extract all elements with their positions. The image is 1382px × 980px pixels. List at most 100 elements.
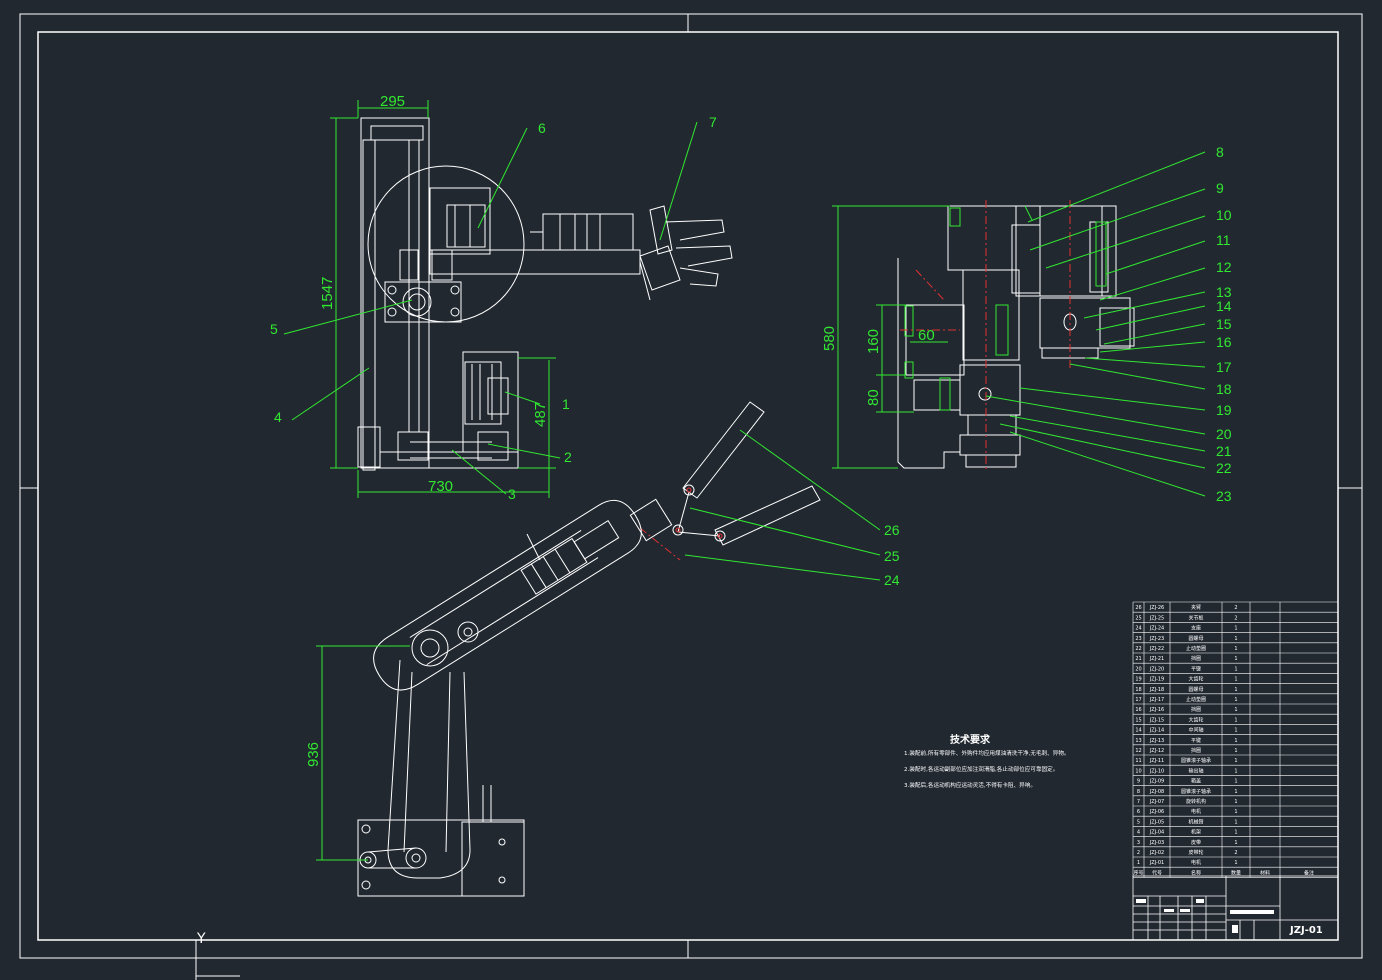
table-cell-code: JZJ-18 [1149,687,1164,693]
callout-26: 26 [884,522,900,538]
table-cell-index: 17 [1135,697,1141,703]
callout-23: 23 [1216,488,1232,504]
drawing-border [19,13,1363,959]
table-cell-code: JZJ-15 [1149,717,1164,723]
table-cell-code: JZJ-20 [1149,666,1164,672]
arm-view [357,401,821,897]
table-cell-name: 夹臂 [1191,604,1201,611]
table-cell-name: 关节板 [1188,614,1203,621]
table-cell-name: 输出轴 [1188,767,1203,774]
table-cell-name: 机架 [1191,829,1201,836]
dim-arm-height: 936 [305,742,322,767]
drawing-number: JZJ-01 [1289,925,1323,936]
table-cell-index: 2 [1137,850,1140,856]
table-cell-code: JZJ-19 [1149,677,1164,683]
title-block [1132,875,1339,941]
table-cell-name: 皮带 [1191,839,1201,846]
table-cell-name: 挡圈 [1191,706,1201,713]
table-cell-name: 圆螺母 [1188,686,1203,693]
axis-label: Y [196,931,206,947]
table-cell-index: 14 [1135,728,1141,734]
table-cell-name: 中间轴 [1188,727,1203,734]
dim-section-total: 580 [821,326,838,351]
table-cell-qty: 1 [1234,758,1237,764]
callout-2: 2 [564,449,572,465]
table-header-cell: 代号 [1152,869,1162,876]
table-cell-name: 圆螺母 [1188,635,1203,642]
table-cell-index: 3 [1137,840,1140,846]
table-cell-code: JZJ-04 [1149,830,1164,836]
callout-3: 3 [508,486,516,502]
table-cell-index: 10 [1135,768,1141,774]
table-cell-name: 电机 [1191,859,1201,866]
table-cell-name: 止动垫圈 [1186,645,1206,652]
tech-requirement-line: 2.装配时,各运动副部位应加注润滑脂,各止动部位应可靠固定。 [904,765,1058,773]
table-cell-name: 旋转机构 [1186,798,1206,805]
table-cell-code: JZJ-11 [1149,758,1164,764]
table-cell-name: 皮带轮 [1188,849,1203,856]
table-cell-index: 4 [1137,830,1140,836]
tech-requirement-line: 1.装配前,所有零部件、外购件均应用煤油清洗干净,无毛刺、异物。 [904,749,1070,757]
callout-21: 21 [1216,443,1232,459]
table-cell-name: 圆锥滚子轴承 [1181,757,1211,764]
dim-section-mid: 160 [865,329,882,354]
table-cell-qty: 1 [1234,799,1237,805]
table-cell-code: JZJ-16 [1149,707,1164,713]
callout-20: 20 [1216,426,1232,442]
centerlines [639,200,1071,561]
table-cell-code: JZJ-05 [1149,819,1164,825]
table-cell-index: 16 [1135,707,1141,713]
table-cell-code: JZJ-14 [1149,728,1164,734]
dimension-texts: 295 1547 730 487 580 160 80 60 936 [305,93,935,767]
table-cell-name: 支座 [1191,625,1201,632]
table-cell-qty: 1 [1234,809,1237,815]
table-cell-index: 7 [1137,799,1140,805]
callout-9: 9 [1216,180,1224,196]
table-cell-code: JZJ-25 [1149,615,1164,621]
callout-24: 24 [884,572,900,588]
table-cell-index: 26 [1135,605,1141,611]
table-cell-name: 电机 [1191,808,1201,815]
table-header-cell: 备注 [1304,869,1314,876]
table-cell-code: JZJ-08 [1149,789,1164,795]
callout-5: 5 [270,321,278,337]
callout-12: 12 [1216,259,1232,275]
table-cell-qty: 1 [1234,748,1237,754]
table-cell-qty: 1 [1234,646,1237,652]
table-cell-code: JZJ-23 [1149,636,1164,642]
callout-13: 13 [1216,284,1232,300]
dim-base-width: 730 [428,478,453,495]
table-cell-code: JZJ-09 [1149,779,1164,785]
table-cell-qty: 1 [1234,707,1237,713]
table-cell-code: JZJ-03 [1149,840,1164,846]
table-cell-index: 22 [1135,646,1141,652]
table-cell-code: JZJ-12 [1149,748,1164,754]
table-cell-name: 止动垫圈 [1186,696,1206,703]
callout-25: 25 [884,548,900,564]
table-cell-index: 11 [1135,758,1141,764]
table-cell-qty: 1 [1234,636,1237,642]
leader-lines [283,121,1206,581]
table-header-cell: 名称 [1191,869,1201,876]
table-cell-index: 15 [1135,717,1141,723]
ucs-axis-icon [195,940,240,980]
table-cell-index: 5 [1137,819,1140,825]
tech-requirement-line: 3.装配后,各运动机构应运动灵活,不得有卡阻、异响。 [904,781,1036,789]
table-cell-code: JZJ-22 [1149,646,1164,652]
table-header-cell: 材料 [1260,869,1270,876]
arm-red-joints [675,487,723,539]
table-cell-qty: 1 [1234,697,1237,703]
table-cell-qty: 1 [1234,677,1237,683]
table-cell-qty: 1 [1234,840,1237,846]
table-cell-name: 箱盖 [1191,778,1201,785]
table-cell-qty: 1 [1234,789,1237,795]
dim-total-height: 1547 [319,277,336,310]
dim-section-center: 60 [918,327,935,344]
table-cell-qty: 1 [1234,626,1237,632]
tech-requirements: 技术要求 1.装配前,所有零部件、外购件均应用煤油清洗干净,无毛刺、异物。 2.… [904,733,1070,789]
table-cell-qty: 1 [1234,819,1237,825]
callout-8: 8 [1216,144,1224,160]
callout-14: 14 [1216,298,1232,314]
